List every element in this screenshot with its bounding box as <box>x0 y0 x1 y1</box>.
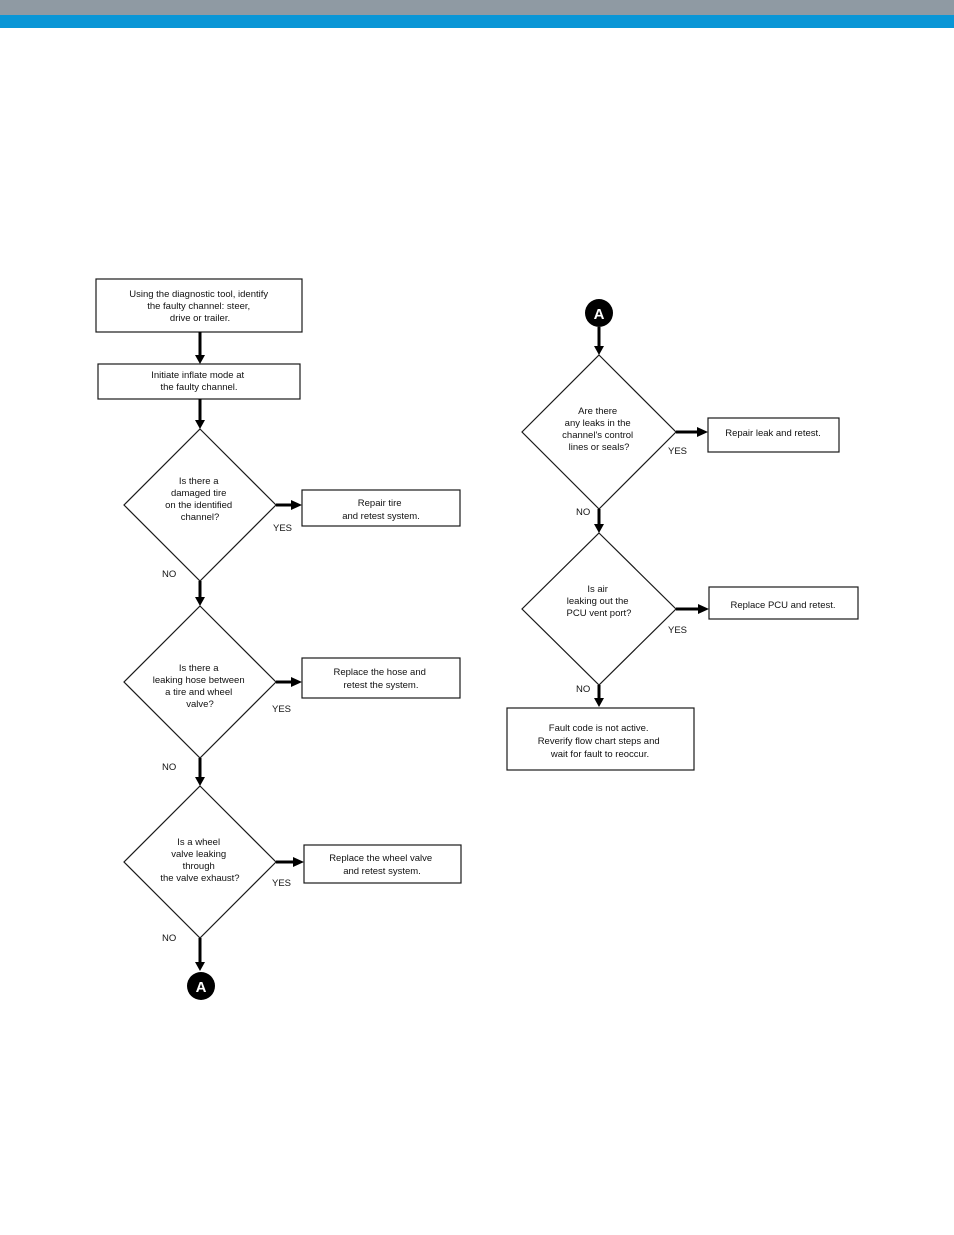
action-line: Replace the wheel valve <box>329 853 432 864</box>
decision-wheel-valve: Is a wheel valve leaking through the val… <box>123 785 277 939</box>
decision-line: a tire and wheel <box>165 687 232 698</box>
inflate-box-line: the faulty channel. <box>160 382 237 393</box>
no-label: NO <box>162 933 176 944</box>
yes-label: YES <box>668 625 687 636</box>
svg-text:Is air leaking out the: Is air leaking out the PCU vent port? <box>567 584 632 619</box>
connector-label: A <box>594 306 605 323</box>
arrowhead <box>195 597 205 606</box>
connector-a-in: A <box>585 299 613 327</box>
action-repair-leak: Repair leak and retest. <box>707 417 840 453</box>
arrowhead <box>594 524 604 533</box>
end-box-line: Reverify flow chart steps and <box>538 736 660 747</box>
decision-line: any leaks in the <box>565 418 631 429</box>
decision-line: leaking hose between <box>153 675 245 686</box>
decision-line: valve? <box>186 699 213 710</box>
connector-label: A <box>196 979 207 996</box>
action-repair-tire: Repair tire and retest system. <box>301 489 461 527</box>
no-label: NO <box>162 569 176 580</box>
action-replace-pcu: Replace PCU and retest. <box>708 586 859 620</box>
end-box-line: wait for fault to reoccur. <box>550 749 649 760</box>
svg-text:Initiate inflate mode at: Initiate inflate mode at the faulty chan… <box>151 370 247 393</box>
decision-line: Is there a <box>179 663 219 674</box>
action-line: Replace PCU and retest. <box>730 600 835 611</box>
decision-line: on the identified <box>165 500 232 511</box>
svg-text:Replace PCU and retest.: Replace PCU and retest. <box>730 600 835 611</box>
arrowhead <box>195 777 205 786</box>
inflate-box-line: Initiate inflate mode at <box>151 370 244 381</box>
action-line: and retest system. <box>342 511 420 522</box>
decision-line: the valve exhaust? <box>160 873 239 884</box>
action-replace-hose: Replace the hose and retest the system. <box>301 657 461 699</box>
svg-text:Are there any leaks in t: Are there any leaks in the channel's con… <box>562 406 636 453</box>
svg-text:Is a wheel valve leaking: Is a wheel valve leaking through the val… <box>160 837 239 884</box>
decision-control-line-leaks: Are there any leaks in the channel's con… <box>521 354 677 510</box>
decision-line: channel's control <box>562 430 633 441</box>
decision-line: through <box>183 861 215 872</box>
yes-label: YES <box>272 704 291 715</box>
decision-leaking-hose: Is there a leaking hose between a tire a… <box>123 605 277 759</box>
decision-line: Are there <box>578 406 617 417</box>
svg-text:Repair tire and retest s: Repair tire and retest system. <box>342 498 420 522</box>
arrowhead <box>594 346 604 355</box>
decision-damaged-tire: Is there a damaged tire on the identifie… <box>123 428 277 582</box>
start-box-line: drive or trailer. <box>170 313 230 324</box>
yes-label: YES <box>668 446 687 457</box>
decision-line: lines or seals? <box>569 442 630 453</box>
arrowhead <box>291 500 302 510</box>
action-line: Replace the hose and <box>333 667 425 678</box>
svg-text:Fault code is not active.: Fault code is not active. Reverify flow … <box>538 723 663 760</box>
inflate-box: Initiate inflate mode at the faulty chan… <box>97 363 301 400</box>
connector-a-out: A <box>187 972 215 1000</box>
decision-line: damaged tire <box>171 488 226 499</box>
arrowhead <box>697 427 708 437</box>
svg-text:Using the diagnostic tool, ide: Using the diagnostic tool, identify the … <box>129 289 271 324</box>
arrowhead <box>594 698 604 707</box>
arrowhead <box>195 355 205 364</box>
decision-pcu-vent: Is air leaking out the PCU vent port? <box>521 532 677 686</box>
no-label: NO <box>576 507 590 518</box>
start-box-line: Using the diagnostic tool, identify <box>129 289 268 300</box>
svg-text:Is there a damaged tire: Is there a damaged tire on the identifie… <box>165 476 235 523</box>
decision-line: Is there a <box>179 476 219 487</box>
action-line: and retest system. <box>343 866 421 877</box>
yes-label: YES <box>273 523 292 534</box>
decision-line: leaking out the <box>567 596 629 607</box>
yes-label: YES <box>272 878 291 889</box>
start-box-line: the faulty channel: steer, <box>147 301 250 312</box>
decision-line: valve leaking <box>171 849 226 860</box>
svg-text:Replace the wheel valve: Replace the wheel valve and retest syste… <box>329 853 435 877</box>
end-box-line: Fault code is not active. <box>549 723 649 734</box>
arrowhead <box>698 604 709 614</box>
arrowhead <box>195 420 205 429</box>
arrowhead <box>293 857 304 867</box>
decision-line: channel? <box>181 512 220 523</box>
header-band-gray <box>0 0 954 15</box>
arrowhead <box>195 962 205 971</box>
arrowhead <box>291 677 302 687</box>
no-label: NO <box>576 684 590 695</box>
end-box: Fault code is not active. Reverify flow … <box>506 707 695 771</box>
action-line: Repair tire <box>358 498 402 509</box>
action-line: retest the system. <box>344 680 419 691</box>
no-label: NO <box>162 762 176 773</box>
action-line: Repair leak and retest. <box>725 428 821 439</box>
action-replace-wheel-valve: Replace the wheel valve and retest syste… <box>303 844 462 884</box>
header-band-blue <box>0 15 954 28</box>
svg-text:Is there a leaking hose: Is there a leaking hose between a tire a… <box>153 663 248 710</box>
start-box: Using the diagnostic tool, identify the … <box>95 278 303 333</box>
decision-line: PCU vent port? <box>567 608 632 619</box>
svg-text:Replace the hose and ret: Replace the hose and retest the system. <box>333 667 428 691</box>
svg-text:Repair leak and retest.: Repair leak and retest. <box>725 428 821 439</box>
decision-line: Is air <box>587 584 608 595</box>
decision-line: Is a wheel <box>177 837 220 848</box>
